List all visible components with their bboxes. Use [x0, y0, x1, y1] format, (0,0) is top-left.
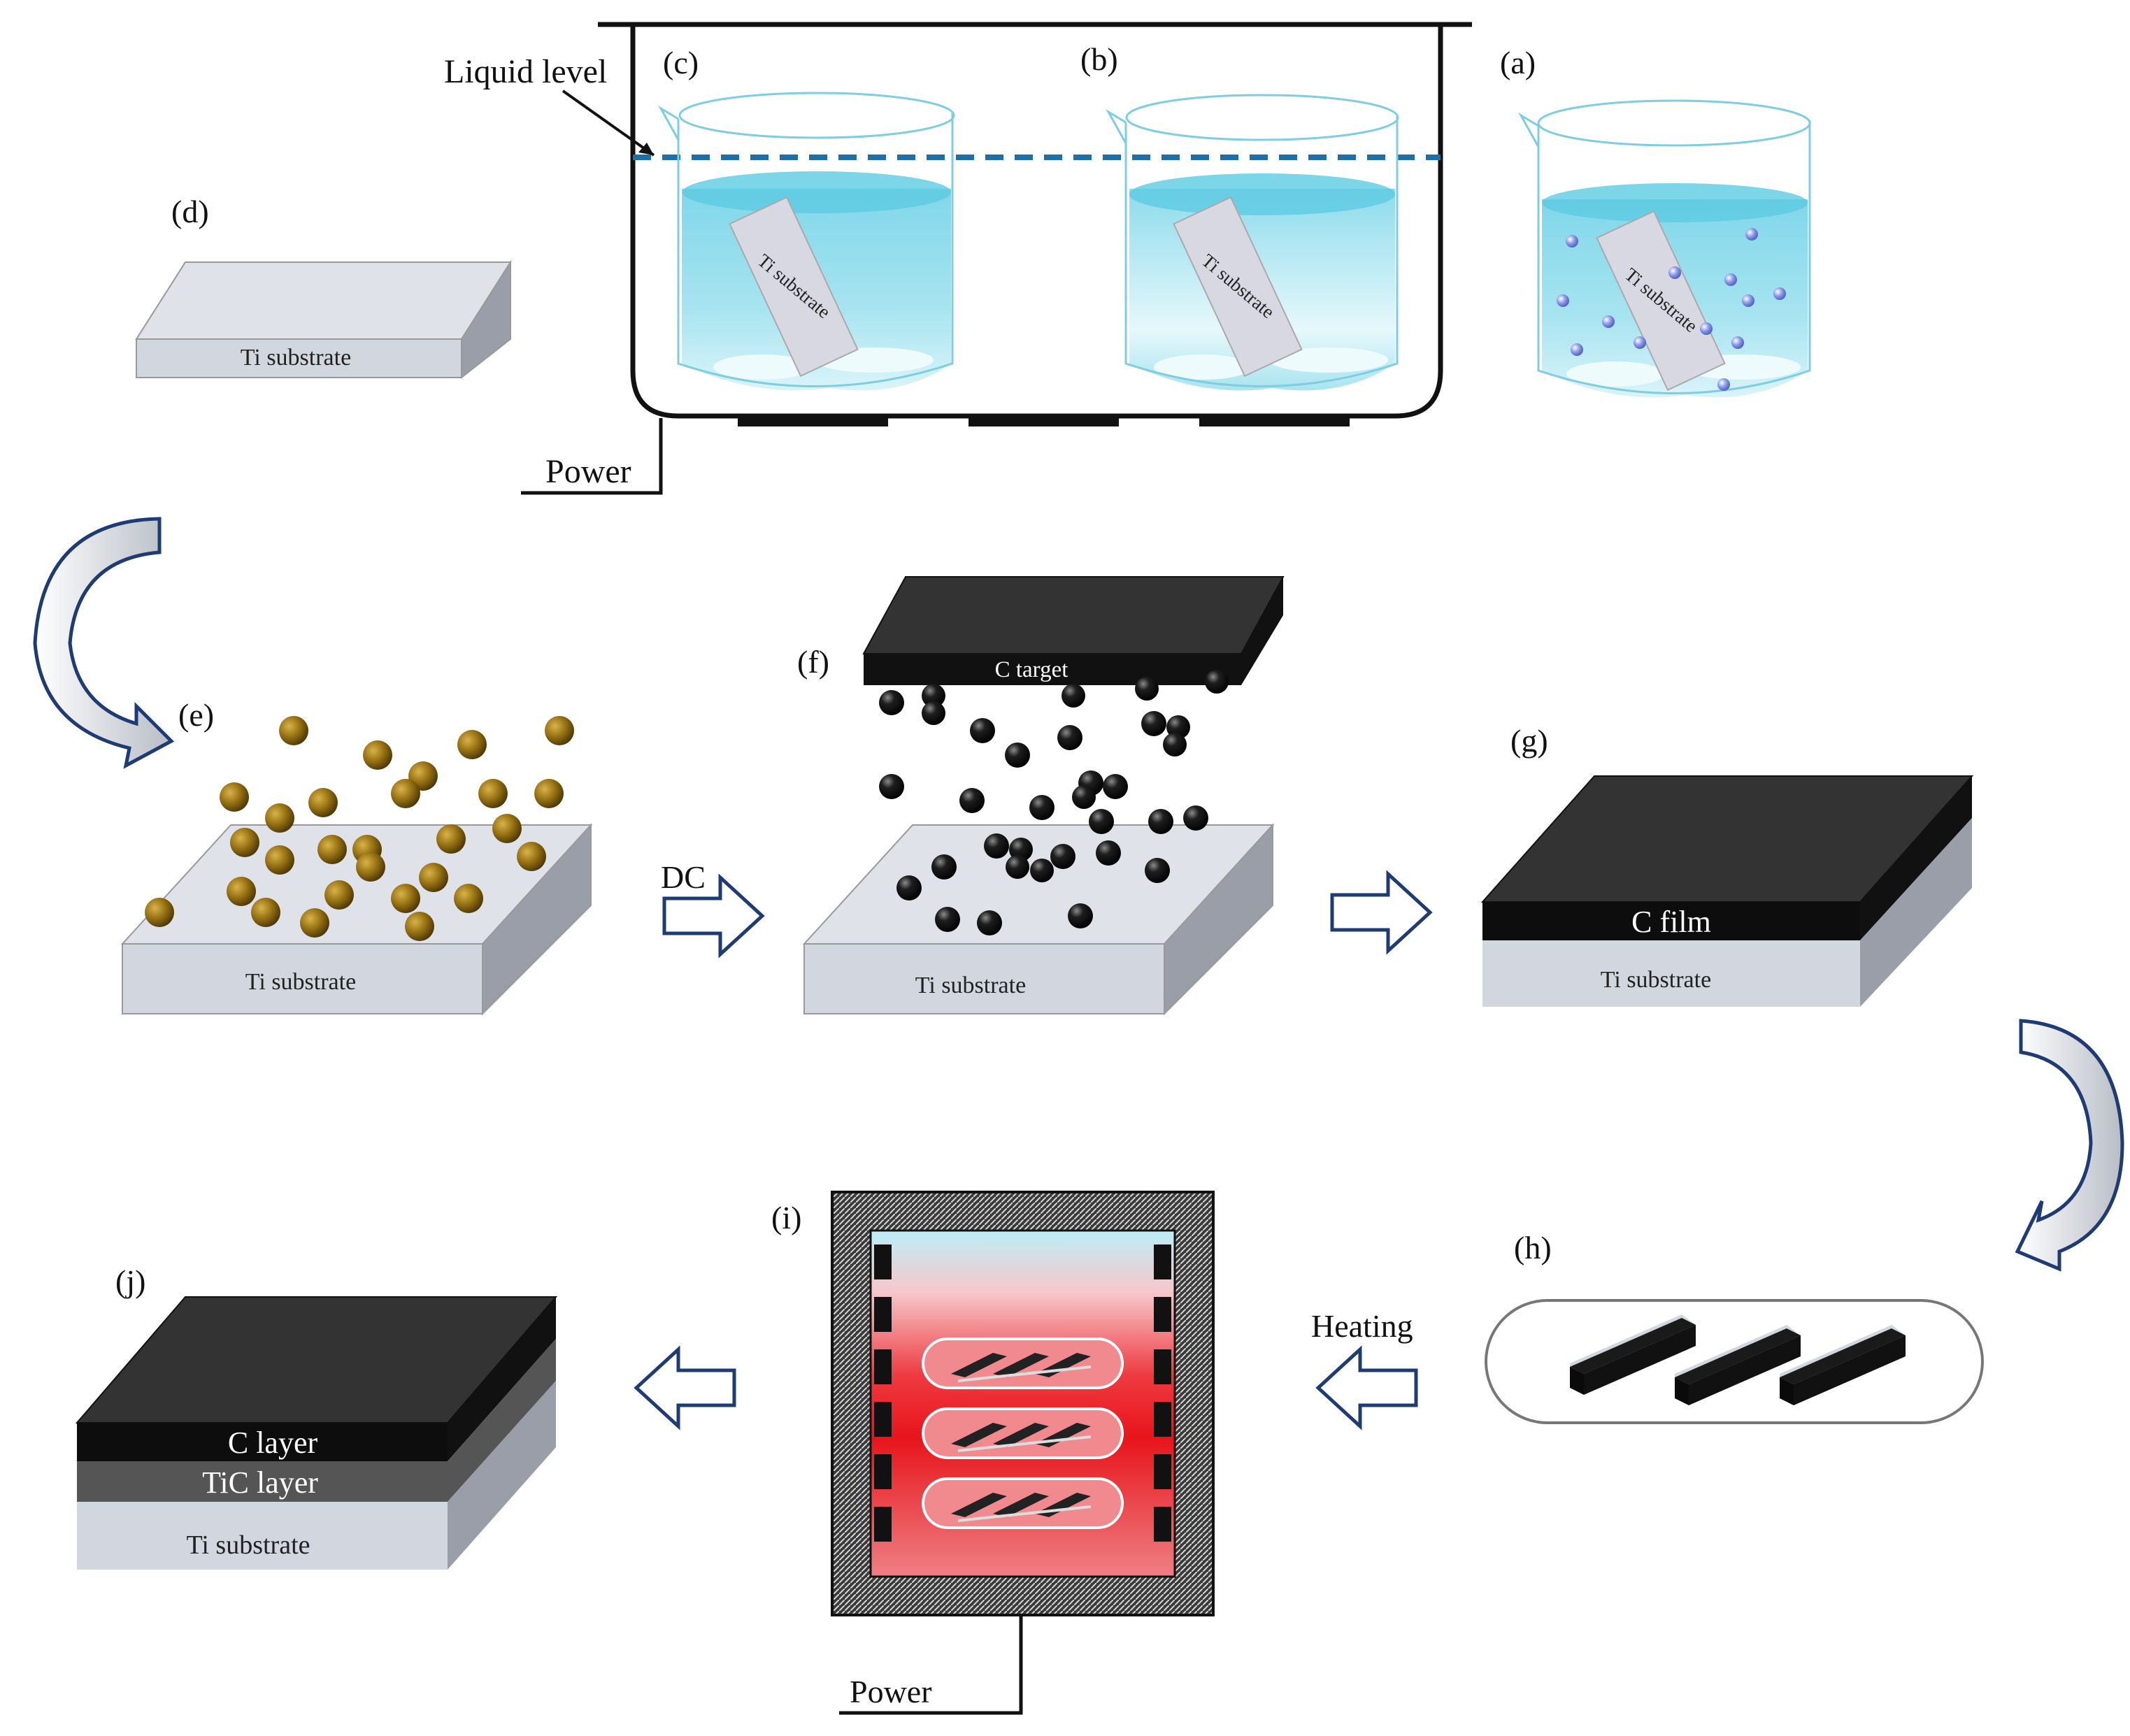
ti-substrate-plate-c [729, 196, 859, 378]
furnace-boat-3 [922, 1477, 1124, 1529]
tic-layer-label: TiC layer [202, 1465, 318, 1500]
arrow-i-to-j [634, 1345, 736, 1430]
ti-substrate-plate-b [1173, 196, 1303, 378]
substrate-j: C layer TiC layer Ti substrate [75, 1296, 558, 1570]
panel-label-j: (j) [115, 1263, 145, 1299]
arrow-dc: DC [661, 859, 765, 959]
power-label-bottom: Power [850, 1674, 932, 1709]
ti-substrate-label-f: Ti substrate [915, 973, 1026, 998]
c-film-label: C film [1631, 905, 1711, 939]
panel-label-h: (h) [1514, 1230, 1552, 1265]
curved-arrow-right [2015, 1019, 2124, 1272]
c-target-label: C target [995, 657, 1068, 682]
arrow-f-to-g [1330, 870, 1433, 955]
gold-particles [145, 716, 574, 941]
furnace-i [831, 1191, 1215, 1715]
panel-label-f: (f) [797, 644, 829, 680]
annotation-labels: Liquid level Power Power [444, 53, 932, 1709]
panel-label-c: (c) [663, 45, 699, 80]
bubbles [1557, 228, 1786, 391]
c-target [864, 654, 1241, 685]
sample-boat-h [1485, 1299, 1984, 1424]
heating-elements-right [1154, 1244, 1171, 1542]
panel-label-i: (i) [771, 1200, 801, 1235]
furnace-boat-1 [922, 1337, 1124, 1389]
substrate-e: Ti substrate [120, 716, 593, 1016]
ti-substrate-label-d: Ti substrate [241, 345, 351, 371]
sample-3 [1780, 1325, 1906, 1405]
beaker-a: Ti substrate [1517, 99, 1811, 398]
c-layer-label: C layer [228, 1426, 318, 1460]
ti-substrate-plate-a [1596, 210, 1726, 392]
power-label-top: Power [545, 453, 631, 490]
c-film-layer [1482, 902, 1860, 940]
tic-layer [77, 1461, 448, 1502]
ti-substrate-label-e: Ti substrate [245, 969, 356, 995]
panel-labels: (a) (b) (c) (d) (e) (f) (g) (h) (i) (j) [115, 41, 1552, 1299]
heating-label: Heating [1311, 1308, 1413, 1344]
panel-label-e: (e) [178, 697, 214, 733]
c-layer [77, 1423, 448, 1461]
carbon-particles [879, 670, 1229, 935]
sample-2 [1675, 1325, 1801, 1405]
furnace-boat-2 [922, 1407, 1124, 1459]
dc-label: DC [661, 859, 706, 895]
ti-substrate-label-g: Ti substrate [1601, 967, 1711, 993]
panel-label-b: (b) [1080, 41, 1118, 77]
arrow-heating: Heating [1311, 1308, 1418, 1430]
substrate-g: C film Ti substrate [1480, 775, 1974, 1007]
liquid-level-label: Liquid level [444, 53, 607, 90]
panel-label-d: (d) [171, 194, 209, 229]
substrate-d: Ti substrate [135, 259, 512, 380]
sample-1 [1570, 1314, 1696, 1395]
panel-label-g: (g) [1510, 723, 1548, 759]
curved-arrow-left [33, 517, 175, 769]
heating-elements-left [874, 1244, 892, 1542]
beaker-b: Ti substrate [1105, 94, 1399, 391]
ti-substrate-label-j: Ti substrate [186, 1530, 310, 1560]
panel-label-a: (a) [1500, 45, 1536, 80]
ultrasonic-bath [521, 22, 1472, 495]
sputter-f: C target Ti substrate [802, 576, 1285, 1016]
beaker-c: Ti substrate [657, 92, 955, 391]
